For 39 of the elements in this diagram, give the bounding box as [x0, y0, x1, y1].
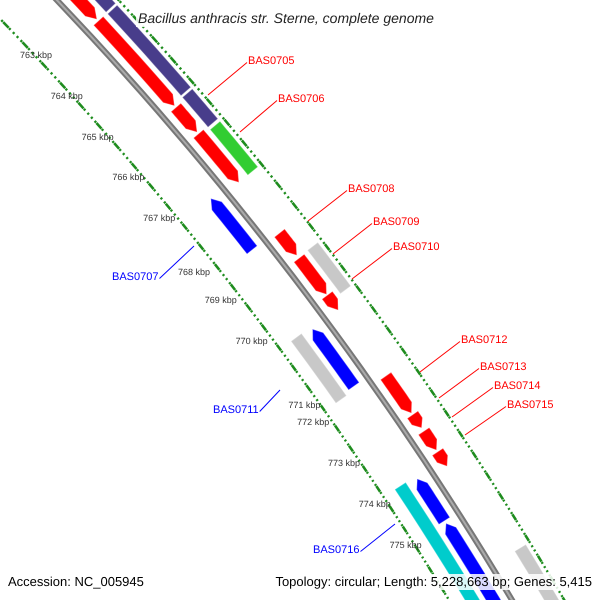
gene-label: BAS0706: [278, 93, 324, 106]
scale-label: 773 kbp: [328, 458, 360, 469]
genome-info-text: Topology: circular; Length: 5,228,663 bp; Genes: 5,415: [273, 574, 594, 590]
gene-label: BAS0707: [112, 271, 158, 284]
scale-label: 771 kbp: [288, 400, 320, 412]
leader-line: [208, 62, 248, 96]
scale-label: 765 kbp: [82, 132, 114, 143]
scale-label: 774 kbp: [358, 498, 391, 510]
leader-line: [420, 341, 460, 372]
leader-line: [308, 190, 348, 222]
gene-label: BAS0705: [248, 55, 294, 68]
gene-label: BAS0709: [373, 216, 420, 229]
leader-line: [452, 387, 494, 418]
gene-label: BAS0716: [313, 544, 360, 557]
leader-line: [158, 246, 194, 279]
leader-line: [240, 100, 278, 132]
scale-label: 768 kbp: [178, 267, 210, 278]
gene-label: BAS0715: [507, 399, 554, 412]
leader-line: [464, 406, 506, 436]
leader-line: [360, 524, 396, 552]
gene-label: BAS0708: [348, 183, 394, 196]
scale-label: 767 kbp: [143, 213, 176, 224]
gene-label: BAS0714: [494, 380, 540, 393]
scale-label: 772 kbp: [297, 417, 330, 428]
scale-label: 764 kbp: [50, 90, 83, 102]
scale-label: 763 kbp: [20, 50, 52, 61]
scale-label: 770 kbp: [236, 336, 268, 347]
leader-line: [352, 248, 392, 280]
gene-label: BAS0710: [393, 241, 440, 254]
gene-label: BAS0713: [480, 361, 526, 374]
gene-label: BAS0711: [213, 404, 259, 417]
leader-line: [259, 390, 280, 412]
scale-label: 775 kbp: [390, 540, 422, 551]
scale-label: 766 kbp: [112, 172, 144, 184]
leader-line: [438, 368, 480, 398]
accession-text: Accession: NC_005945: [6, 574, 146, 590]
scale-label: 769 kbp: [204, 294, 237, 306]
gene-label: BAS0712: [461, 334, 508, 347]
leader-line: [332, 223, 372, 254]
